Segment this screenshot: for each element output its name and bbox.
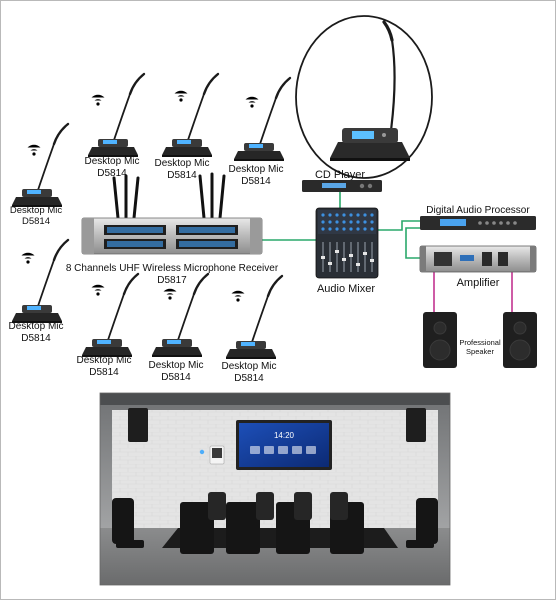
link-processor-amplifier <box>405 227 420 259</box>
desktop-mic-icon <box>10 122 70 209</box>
cd-player-device: CD Player <box>302 169 382 192</box>
wifi-icon <box>231 290 245 302</box>
amplifier-device: Amplifier <box>419 245 537 289</box>
mic-model-label: D5814 <box>97 168 127 179</box>
mic-name-label: Desktop Mic <box>221 361 276 372</box>
mic-name-label: Desktop Mic <box>154 158 209 169</box>
mic-name-label: Desktop Mic <box>84 156 139 167</box>
wifi-icon <box>27 144 41 156</box>
speakers: Professional Speaker <box>423 312 537 368</box>
mic-model-label: D5814 <box>167 170 197 181</box>
mic-name-label: Desktop Mic <box>148 360 203 371</box>
audio-processor-device: Digital Audio Processor <box>420 205 536 230</box>
speaker-label-line1: Professional <box>459 338 501 347</box>
antenna-icon <box>112 176 120 220</box>
display-time: 14:20 <box>274 431 295 440</box>
display-screen <box>239 423 329 467</box>
mic-closeup <box>295 15 433 179</box>
wifi-icon <box>91 94 105 106</box>
antenna-icon <box>132 176 140 220</box>
speaker-right-icon <box>503 312 537 368</box>
receiver-name-label: 8 Channels UHF Wireless Microphone Recei… <box>66 263 279 274</box>
mic-name-label: Desktop Mic <box>10 205 63 216</box>
cd-player-label: CD Player <box>315 169 365 181</box>
antenna-icon <box>218 174 226 220</box>
receiver-model-label: D5817 <box>157 275 187 286</box>
desktop-mic-icon <box>232 76 292 163</box>
desktop-mic-icon <box>150 272 210 359</box>
speaker-label-line2: Speaker <box>466 347 494 356</box>
mic-model-label: D5814 <box>21 333 51 344</box>
mic-name-label: Desktop Mic <box>76 355 131 366</box>
mic-labels: Desktop Mic D5814 Desktop Mic D5814 Desk… <box>8 156 283 384</box>
microphones <box>10 72 292 361</box>
chair-group <box>112 492 438 554</box>
audio-mixer-device: Audio Mixer <box>315 207 379 295</box>
wifi-icon <box>174 90 188 102</box>
amplifier-label: Amplifier <box>457 277 500 289</box>
receiver-device: 8 Channels UHF Wireless Microphone Recei… <box>66 172 279 286</box>
processor-label: Digital Audio Processor <box>426 205 530 216</box>
desktop-mic-icon <box>10 238 70 325</box>
antenna-icon <box>198 174 206 220</box>
mic-name-label: Desktop Mic <box>8 321 63 332</box>
conference-room-photo: 14:20 <box>99 392 451 586</box>
audio-mixer-label: Audio Mixer <box>317 283 375 295</box>
mic-name-label: Desktop Mic <box>228 164 283 175</box>
wifi-icon <box>163 288 177 300</box>
mic-model-label: D5814 <box>241 176 271 187</box>
wall-speaker-icon <box>406 408 426 442</box>
connection-lines <box>262 192 513 312</box>
desktop-mic-icon <box>86 72 146 159</box>
link-mixer-processor <box>378 220 420 231</box>
desktop-mic-icon <box>224 274 284 361</box>
desktop-mic-icon <box>160 72 220 159</box>
speaker-left-icon <box>423 312 457 368</box>
wifi-icon <box>21 252 35 264</box>
mic-model-label: D5814 <box>89 367 119 378</box>
wifi-icon <box>245 96 259 108</box>
mic-model-label: D5814 <box>234 373 264 384</box>
wifi-icon <box>91 284 105 296</box>
desktop-mic-icon <box>80 272 140 359</box>
mic-model-label: D5814 <box>22 216 50 227</box>
wall-speaker-icon <box>128 408 148 442</box>
mic-name-label: D5814 <box>161 372 191 383</box>
